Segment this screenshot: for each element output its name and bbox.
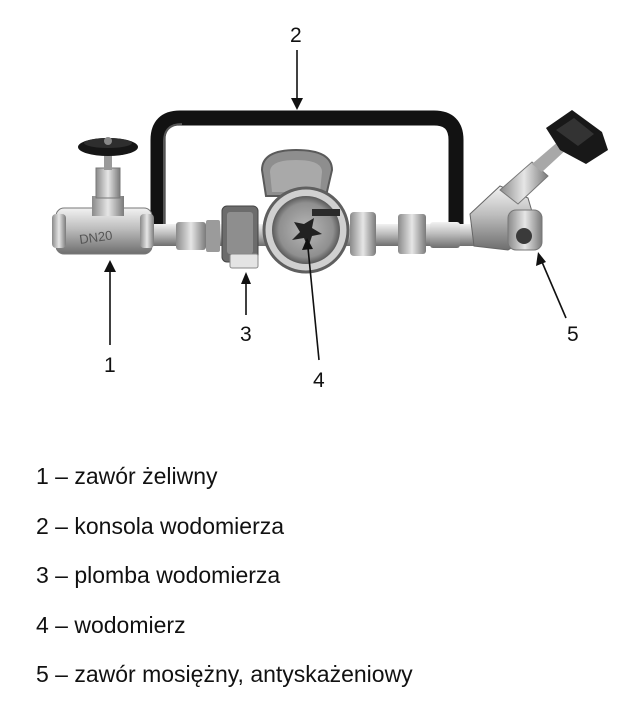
cast-iron-valve: DN20 xyxy=(52,137,154,255)
water-meter xyxy=(260,148,350,274)
right-adapter xyxy=(430,222,460,248)
legend-item-water-meter: 4 – wodomierz xyxy=(36,611,186,638)
leader-5 xyxy=(541,261,567,319)
left-union-nut xyxy=(176,222,206,250)
callout-5: 5 xyxy=(567,323,579,346)
leader-arrows xyxy=(104,50,567,361)
valve-marking: DN20 xyxy=(78,227,113,246)
right-union-nut xyxy=(350,212,376,256)
callout-1: 1 xyxy=(104,354,116,377)
legend-item-brass-valve: 5 – zawór mosiężny, antyskażeniowy xyxy=(36,661,413,687)
legend-item-meter-seal: 3 – plomba wodomierza xyxy=(36,562,281,588)
brass-backflow-valve xyxy=(469,110,608,251)
legend-item-cast-iron-valve: 1 – zawór żeliwny xyxy=(36,463,218,489)
meter-bracket xyxy=(150,110,464,232)
right-coupling xyxy=(398,214,426,254)
legend-item-meter-bracket: 2 – konsola wodomierza xyxy=(36,512,285,539)
water-meter-assembly-illustration: DN20 xyxy=(52,50,608,361)
callout-3: 3 xyxy=(240,323,252,346)
component-legend: 1 – zawór żeliwny 2 – konsola wodomierza… xyxy=(36,462,413,710)
arrowhead-5 xyxy=(536,252,546,266)
meter-seal xyxy=(221,205,259,269)
arrowhead-4 xyxy=(302,238,313,250)
right-pipe-stub xyxy=(376,224,398,246)
callout-2: 2 xyxy=(290,24,302,47)
arrowhead-3 xyxy=(241,272,251,284)
left-coupling xyxy=(206,220,220,252)
assembly-figure: DN20 xyxy=(52,24,608,392)
arrowhead-2 xyxy=(291,98,303,110)
arrowhead-1 xyxy=(104,260,116,272)
leader-4 xyxy=(307,247,320,361)
callout-4: 4 xyxy=(313,369,325,392)
